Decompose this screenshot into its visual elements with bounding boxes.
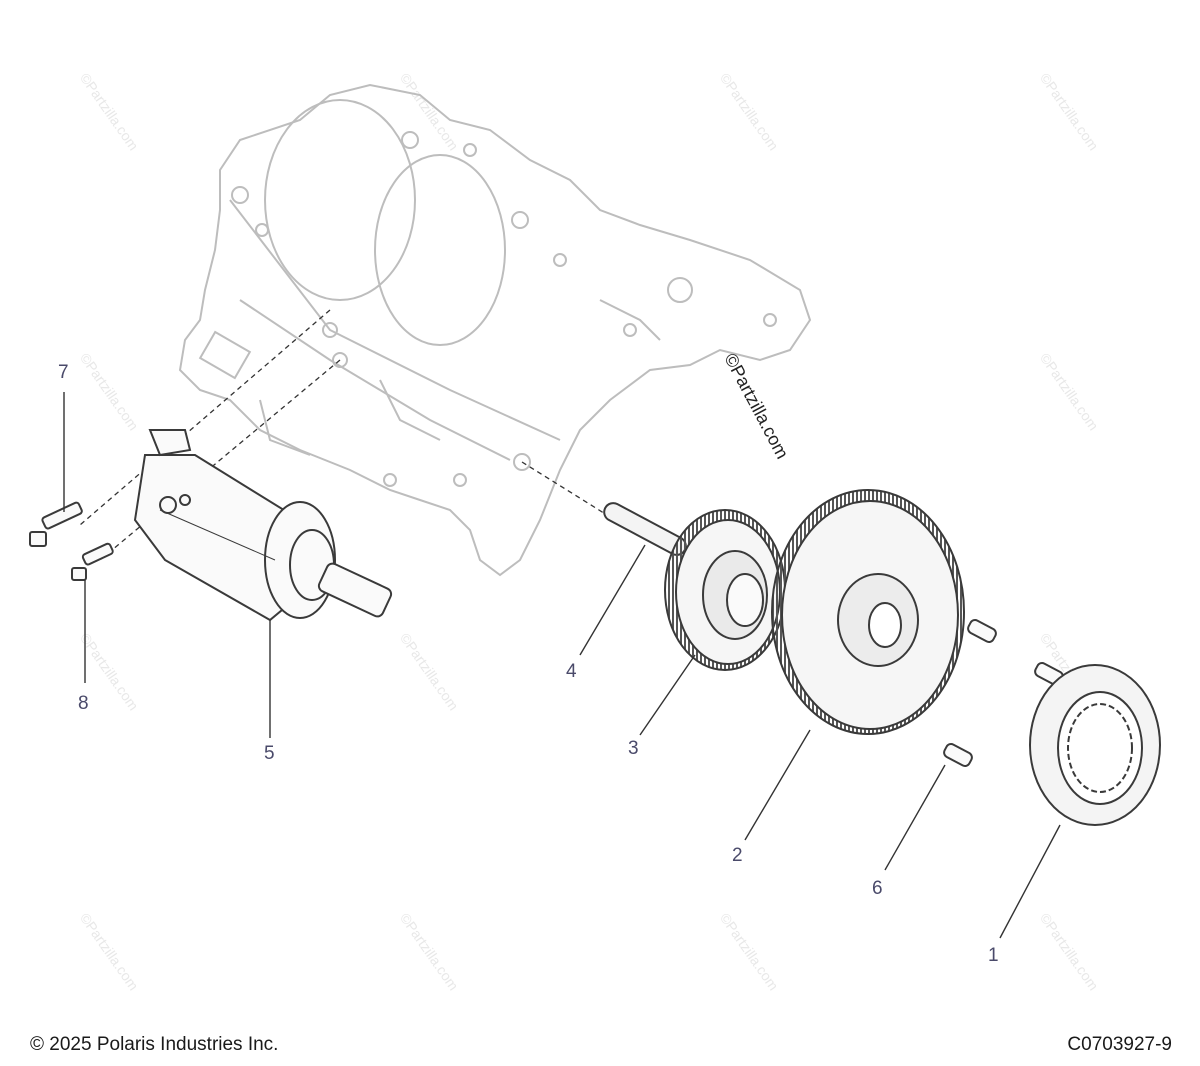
leader-lines (63, 392, 1061, 939)
callout-1: 1 (988, 945, 999, 966)
copyright-text: © 2025 Polaris Industries Inc. (30, 1034, 279, 1055)
callout-5: 5 (264, 743, 275, 764)
callout-3: 3 (628, 738, 639, 759)
crankcase (178, 83, 812, 577)
callout-4: 4 (566, 661, 577, 682)
bolts-part-6 (943, 619, 1064, 767)
starter-motor (133, 429, 393, 622)
starter-clutch (1029, 664, 1161, 826)
callout-8: 8 (78, 693, 89, 714)
bolt-part-7 (29, 501, 83, 547)
diagram-code: C0703927-9 (1067, 1034, 1172, 1055)
callout-2: 2 (732, 845, 743, 866)
idler-gear (664, 509, 786, 671)
alignment-lines (79, 309, 616, 561)
callout-6: 6 (872, 878, 883, 899)
starter-gear (771, 489, 965, 735)
bolt-part-8 (71, 542, 114, 581)
callout-7: 7 (58, 362, 69, 383)
